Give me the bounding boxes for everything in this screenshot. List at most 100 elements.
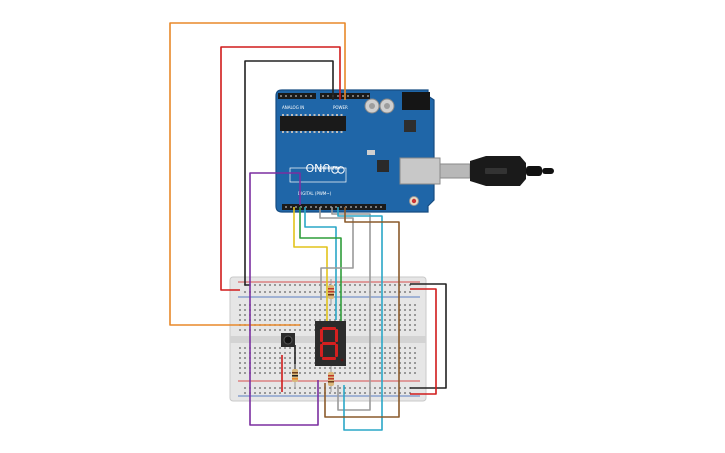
wire-brown[interactable]: [324, 207, 400, 418]
bb-hole: [394, 314, 396, 316]
bb-hole: [264, 352, 266, 354]
bb-hole: [384, 324, 386, 326]
bb-hole: [394, 291, 396, 293]
dc-power-jack[interactable]: [402, 92, 430, 110]
bb-hole: [409, 362, 411, 364]
bb-hole: [334, 367, 336, 369]
wire-purple[interactable]: [249, 172, 319, 426]
segment-f: [320, 329, 323, 342]
bb-hole: [389, 392, 391, 394]
chip-pin: [309, 114, 311, 116]
resistor-top-band3: [328, 294, 334, 296]
segment-c: [335, 344, 338, 357]
bb-hole: [284, 372, 286, 374]
wire-gray-b[interactable]: [331, 207, 371, 411]
bb-hole: [254, 347, 256, 349]
wire-gray-a[interactable]: [319, 207, 354, 300]
resistor-button-band3: [292, 378, 298, 380]
bb-hole: [404, 352, 406, 354]
seven-segment-display[interactable]: 8: [0, 0, 346, 366]
bb-hole: [379, 387, 381, 389]
wire-black-rail[interactable]: [410, 283, 447, 389]
bb-hole: [359, 357, 361, 359]
resistor-button[interactable]: [292, 364, 298, 388]
bb-hole: [394, 367, 396, 369]
bb-hole: [259, 319, 261, 321]
bb-hole: [364, 324, 366, 326]
bb-hole: [279, 309, 281, 311]
bb-hole: [409, 329, 411, 331]
chip-pin: [336, 114, 338, 116]
resistor-top-band1: [328, 288, 334, 290]
bb-hole: [404, 314, 406, 316]
bb-hole: [254, 314, 256, 316]
bb-hole: [379, 362, 381, 364]
resistor-bottom[interactable]: [328, 366, 334, 392]
chip-pin: [291, 131, 293, 133]
bb-hole: [274, 291, 276, 293]
usb-cable-end: [542, 168, 554, 174]
bb-hole: [364, 319, 366, 321]
bb-hole: [264, 362, 266, 364]
wire-yellow[interactable]: [293, 207, 328, 322]
wire-red-rail[interactable]: [410, 288, 437, 395]
bb-hole: [309, 372, 311, 374]
bb-hole: [364, 352, 366, 354]
bb-hole: [399, 319, 401, 321]
voltage-regulator: [404, 120, 416, 132]
digital-pin: [285, 206, 287, 208]
bb-hole: [399, 329, 401, 331]
bb-hole: [324, 284, 326, 286]
wire-green[interactable]: [299, 207, 342, 322]
bb-hole: [254, 357, 256, 359]
bb-hole: [359, 329, 361, 331]
bb-hole: [339, 309, 341, 311]
wire-cyan-a[interactable]: [304, 207, 337, 320]
bb-hole: [294, 291, 296, 293]
bb-hole: [339, 319, 341, 321]
bb-hole: [319, 314, 321, 316]
bb-hole: [394, 372, 396, 374]
usb-cable[interactable]: [399, 156, 554, 186]
bb-hole: [284, 291, 286, 293]
bb-hole: [384, 357, 386, 359]
arduino-uno-board[interactable]: ANALOG IN POWER UNO ARDUINO: [275, 89, 435, 213]
digital-pin: [310, 206, 312, 208]
bb-hole: [389, 284, 391, 286]
bb-hole: [399, 367, 401, 369]
digital-pin: [360, 206, 362, 208]
bb-hole: [329, 387, 331, 389]
label-power: POWER: [333, 105, 348, 110]
bb-hole: [299, 362, 301, 364]
bb-hole: [309, 304, 311, 306]
wire-cyan-b[interactable]: [337, 207, 383, 431]
push-button[interactable]: [281, 333, 295, 347]
bb-hole: [344, 304, 346, 306]
wire-black-ground[interactable]: [244, 60, 334, 286]
bb-hole: [389, 387, 391, 389]
resistor-top[interactable]: [328, 279, 334, 305]
wire-red-power[interactable]: [220, 46, 341, 291]
bb-hole: [269, 352, 271, 354]
bb-hole: [349, 362, 351, 364]
bb-hole: [379, 304, 381, 306]
bb-hole: [409, 284, 411, 286]
bb-hole: [239, 352, 241, 354]
bb-hole: [414, 367, 416, 369]
chip-pin: [322, 114, 325, 116]
bb-hole: [399, 324, 401, 326]
bb-hole: [379, 347, 381, 349]
bb-hole: [304, 387, 306, 389]
bb-hole: [339, 372, 341, 374]
bb-hole: [359, 392, 361, 394]
digital-pin: [340, 206, 342, 208]
bb-hole: [269, 347, 271, 349]
wire-orange-5v[interactable]: [169, 22, 346, 326]
bb-hole: [379, 291, 381, 293]
bb-hole: [354, 367, 356, 369]
bb-hole: [314, 284, 316, 286]
bb-hole: [399, 357, 401, 359]
bb-hole: [339, 367, 341, 369]
bb-hole: [309, 392, 311, 394]
